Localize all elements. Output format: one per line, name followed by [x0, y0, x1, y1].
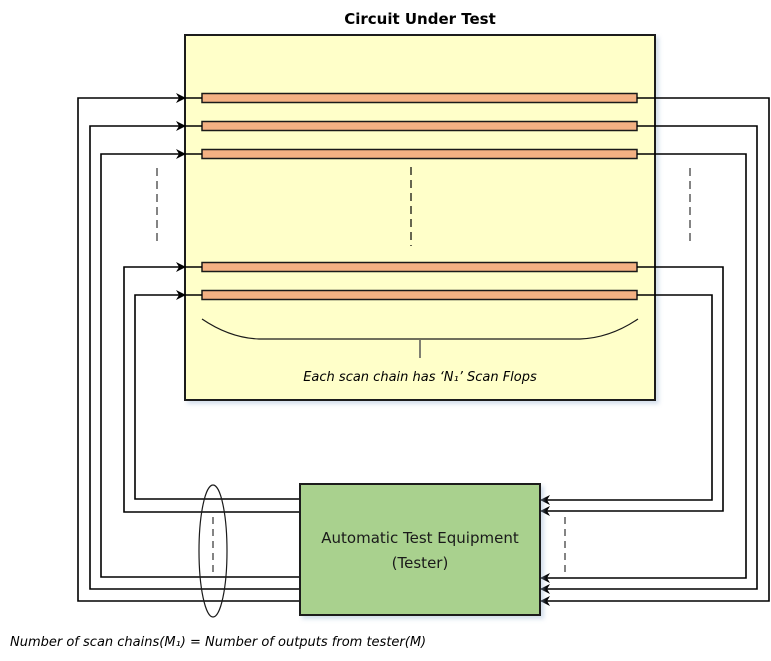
scan-chain-4	[201, 261, 638, 273]
ate-box	[299, 483, 541, 616]
scan-chain-caption: Each scan chain has ‘N₁’ Scan Flops	[303, 370, 537, 385]
scan-chain-2	[201, 120, 638, 132]
scan-out-wire-2	[540, 125, 758, 594]
tester-outputs-group-ellipse	[198, 484, 228, 618]
scan-out-wire-3	[540, 153, 747, 583]
wires	[77, 93, 770, 606]
scan-in-wire-1	[77, 93, 300, 602]
ate-label-line1: Automatic Test Equipment	[321, 529, 519, 547]
scan-out-wire-4	[540, 266, 724, 516]
scan-chain-3	[201, 148, 638, 160]
scan-out-wire-5	[540, 294, 713, 505]
scan-chain-1	[201, 92, 638, 104]
footer-note: Number of scan chains(M₁) = Number of ou…	[10, 635, 426, 650]
scan-out-wire-1	[540, 97, 770, 606]
scan-in-wire-5	[134, 290, 300, 500]
scan-in-wire-4	[123, 262, 300, 513]
scan-chain-brace	[201, 318, 639, 340]
scan-chain-5	[201, 289, 638, 301]
ate-label-line2: (Tester)	[392, 554, 449, 572]
scan-in-wire-2	[89, 121, 300, 590]
diagram-title: Circuit Under Test	[344, 10, 496, 28]
